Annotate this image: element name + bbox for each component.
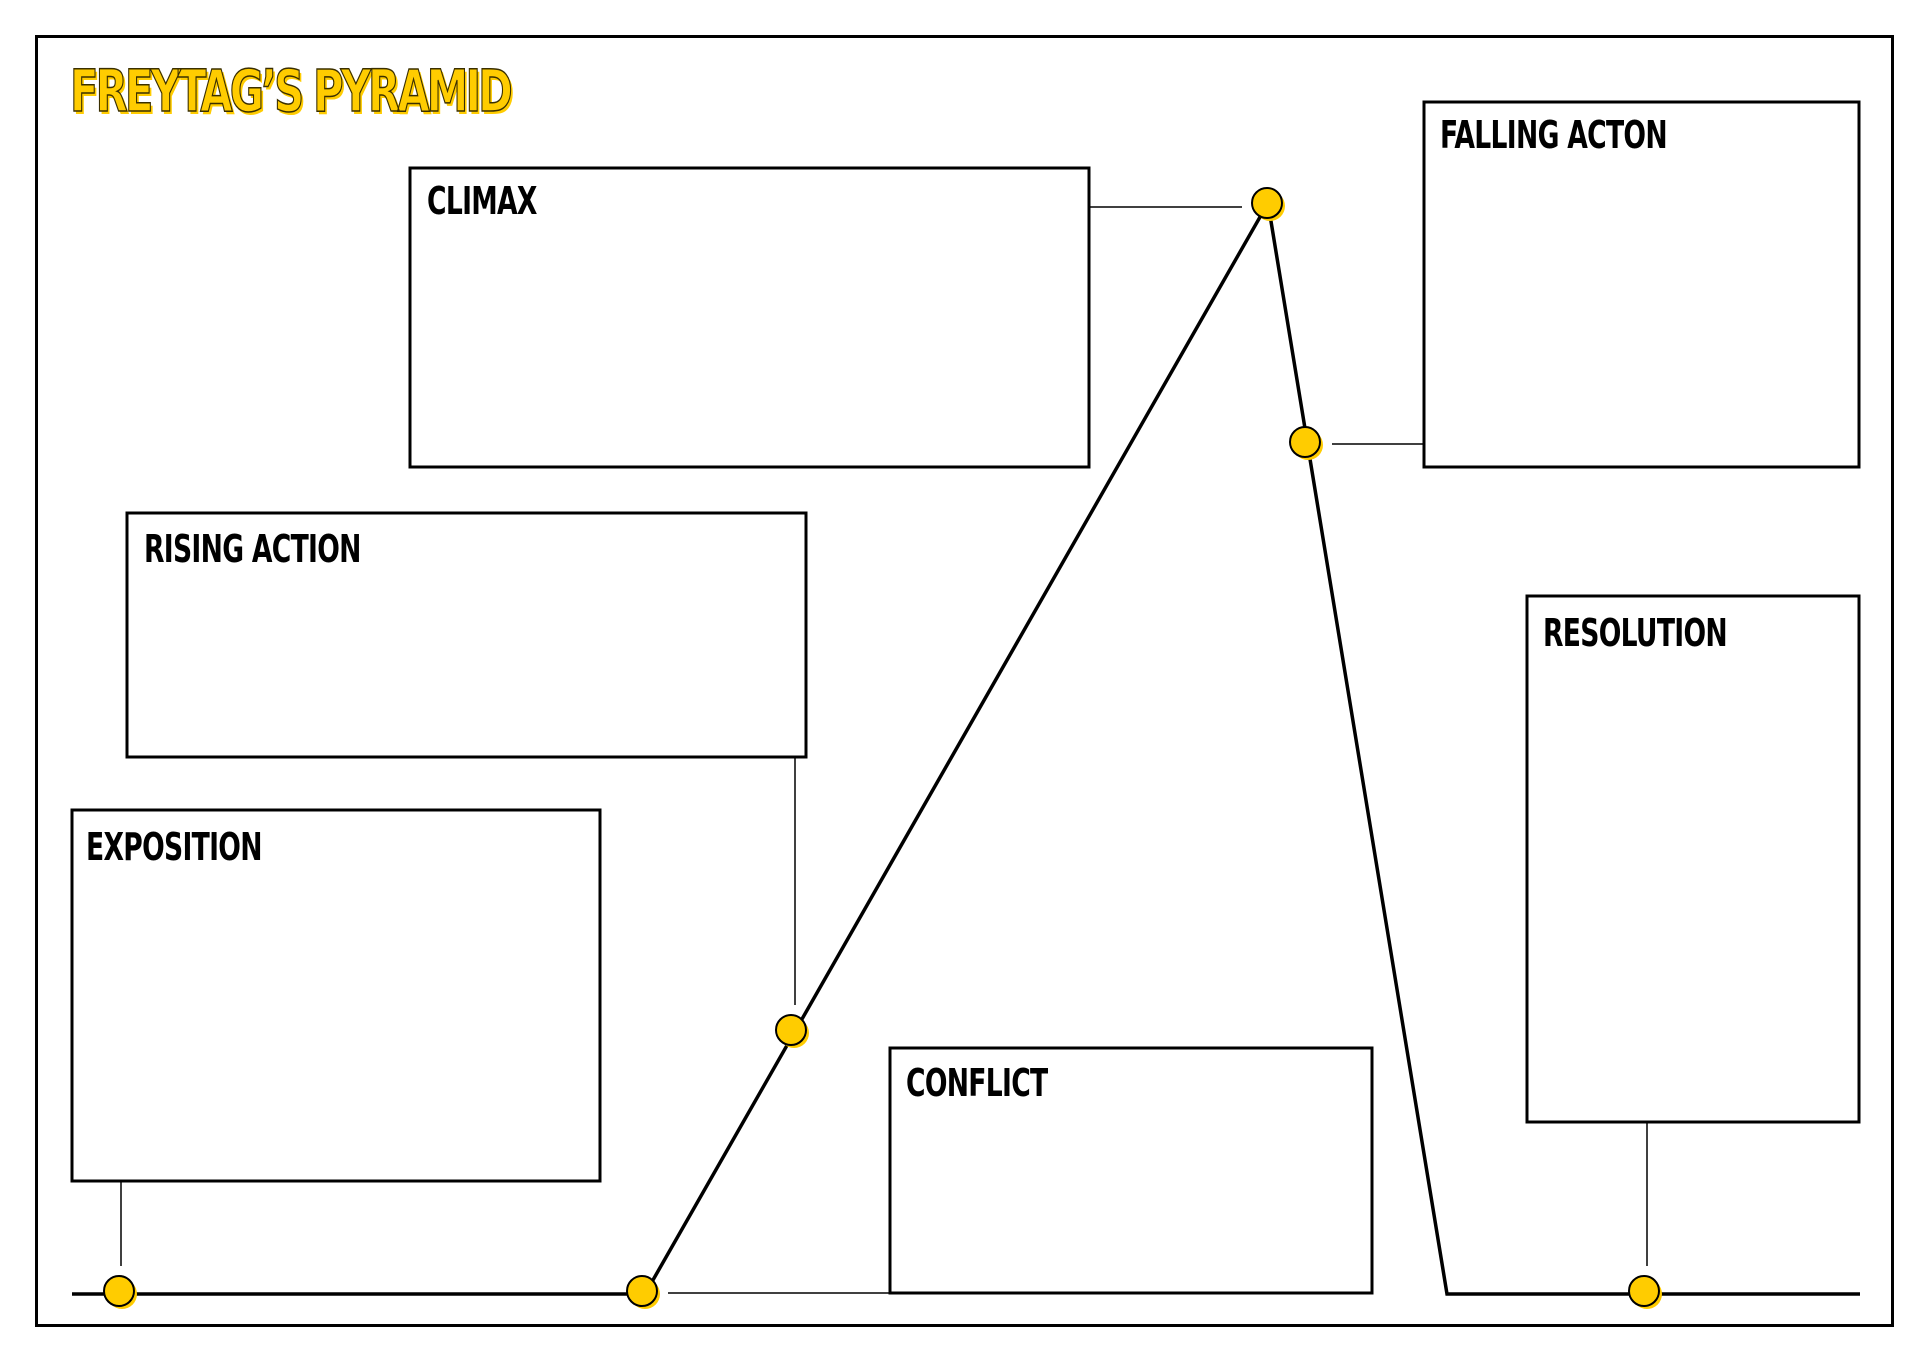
label-rising-action: RISING ACTION <box>144 527 361 571</box>
box-falling-action <box>1422 100 1861 469</box>
box-resolution <box>1525 594 1861 1124</box>
page-title: FREYTAG’S PYRAMID <box>69 57 513 125</box>
point-resolution <box>1628 1275 1662 1309</box>
plot-points <box>103 187 1662 1309</box>
label-conflict: CONFLICT <box>906 1061 1048 1105</box>
point-rising-action <box>775 1014 809 1048</box>
point-conflict-start <box>626 1275 660 1309</box>
label-falling-action: FALLING ACTON <box>1440 113 1668 157</box>
point-climax <box>1251 187 1285 221</box>
box-climax <box>408 166 1091 469</box>
label-exposition: EXPOSITION <box>86 825 262 869</box>
point-exposition <box>103 1275 137 1309</box>
box-rising-action <box>125 511 808 759</box>
box-exposition <box>70 808 602 1183</box>
label-resolution: RESOLUTION <box>1543 611 1728 655</box>
label-climax: CLIMAX <box>427 179 537 223</box>
point-falling-action <box>1289 426 1323 460</box>
worksheet-frame <box>35 35 1894 1327</box>
box-conflict <box>888 1046 1374 1295</box>
